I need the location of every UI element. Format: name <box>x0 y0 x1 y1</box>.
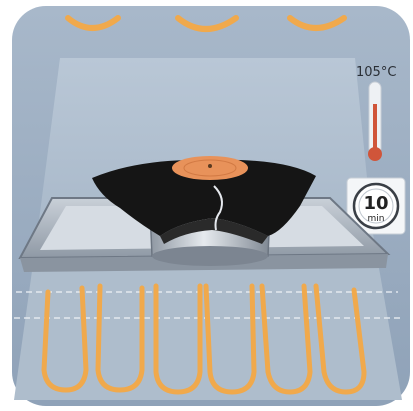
record-label <box>172 156 248 180</box>
timer-value: 10 <box>363 193 388 214</box>
thermometer-icon <box>368 82 382 161</box>
timer-unit: min <box>368 214 385 224</box>
temperature-label: 105°C <box>356 65 396 80</box>
